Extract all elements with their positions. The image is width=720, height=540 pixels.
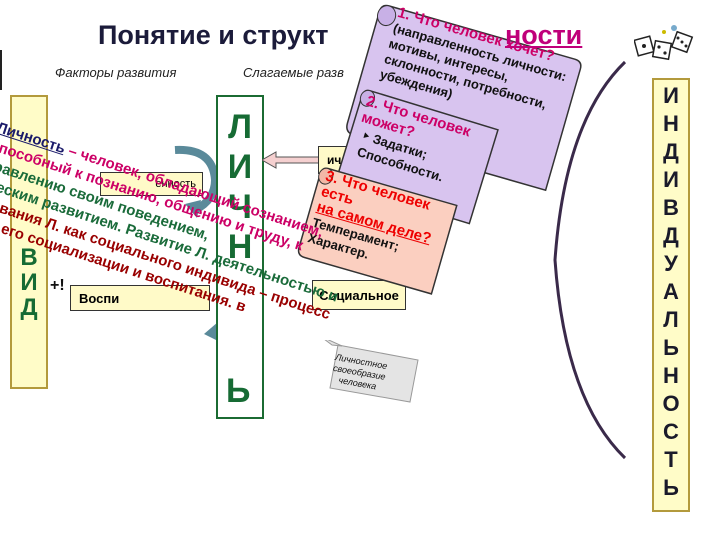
right-bar-letter: Д	[663, 139, 679, 164]
center-letter: Ь	[226, 372, 251, 410]
right-bar-letter: Т	[664, 447, 678, 472]
left-bar-letter: Д	[20, 294, 38, 321]
left-bar-letter: В	[20, 244, 38, 271]
header-components: Слагаемые разв	[243, 65, 344, 80]
right-bar-letter: С	[663, 419, 679, 444]
left-bar-plus: +!	[50, 277, 65, 294]
center-letter: И	[227, 148, 253, 186]
cycle-arrow-icon	[165, 140, 225, 220]
right-individuality-bar: И Н Д И В Д У А Л Ь Н О С Т Ь	[652, 78, 690, 512]
right-bar-letter: В	[663, 195, 679, 220]
personal-uniqueness-bubble: Личностное своеобразие человека	[318, 335, 423, 410]
scroll-what-is: 3. Что человек есть на самом деле? Темпе…	[291, 160, 464, 302]
left-bar-letter: И	[20, 269, 38, 296]
center-personality-bar: Л И Ч Н Ь	[216, 95, 264, 419]
social-label: Социальное	[319, 287, 399, 303]
right-bar-letter: Ь	[663, 335, 679, 360]
header-factors: Факторы развития	[55, 65, 177, 80]
center-letter: Ч	[228, 188, 252, 226]
heredity-label: енность	[155, 178, 196, 190]
definition-text: в	[234, 296, 249, 316]
right-bar-letter: Н	[663, 363, 679, 388]
scroll-shape	[297, 167, 458, 295]
upbringing-box: Воспи	[70, 285, 210, 311]
right-bar-letter: Д	[663, 223, 679, 248]
bracket-right	[535, 60, 635, 460]
left-individual-bar: В И Д	[10, 95, 48, 389]
arrow-left-icon	[260, 150, 323, 170]
heredity-box: енность	[100, 172, 203, 196]
right-bar-letter: Л	[663, 307, 679, 332]
right-bar-letter: И	[663, 83, 679, 108]
upbringing-label: Воспи	[79, 290, 120, 306]
page-title-end: ности	[505, 20, 583, 50]
right-bar-letter: А	[663, 279, 679, 304]
right-bar-letter: О	[662, 391, 680, 416]
social-box: Социальное	[312, 280, 406, 310]
right-bar-letter: У	[664, 251, 678, 276]
page-title: Понятие и структ	[98, 20, 329, 50]
left-edge-line	[0, 50, 2, 90]
right-bar-letter: Ь	[663, 475, 679, 500]
right-bar-letter: И	[663, 167, 679, 192]
center-letter: Н	[227, 228, 253, 266]
decorative-dice-icon	[633, 24, 694, 64]
right-bar-letter: Н	[663, 111, 679, 136]
center-letter: Л	[228, 108, 252, 146]
